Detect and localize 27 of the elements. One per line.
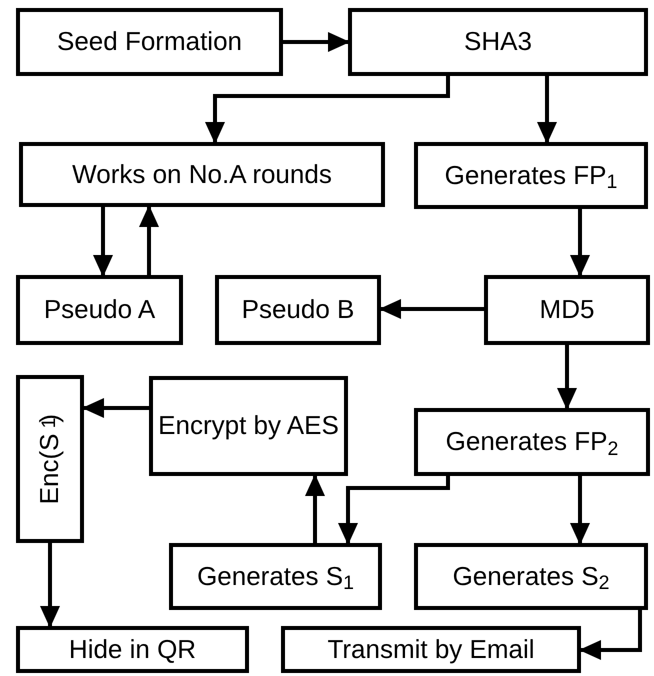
process-box: Encrypt by AES	[149, 376, 348, 476]
process-box: MD5	[484, 275, 650, 345]
arrow	[93, 207, 113, 277]
process-box: Transmit by Email	[281, 626, 581, 673]
process-box: SHA3	[348, 8, 648, 76]
arrow	[557, 345, 577, 410]
process-box: Generates S$_{2}$	[414, 543, 648, 610]
process-box: Generates S$_{1}$	[169, 543, 382, 610]
arrow	[305, 474, 325, 543]
arrow	[379, 299, 484, 319]
arrow	[338, 476, 450, 545]
arrow	[139, 205, 159, 275]
arrow	[570, 209, 590, 277]
arrow	[570, 476, 590, 545]
process-box: Generates FP$_{1}$	[414, 142, 648, 209]
arrow	[82, 398, 149, 418]
process-box: Pseudo A	[16, 275, 183, 345]
process-box: Seed Formation	[16, 8, 283, 76]
arrow	[40, 543, 60, 628]
arrow	[205, 76, 450, 144]
process-box: Generates FP$_{2}$	[414, 408, 650, 476]
arrow	[537, 76, 557, 144]
arrow	[579, 610, 642, 660]
arrow	[283, 32, 350, 52]
process-box: Hide in QR	[16, 626, 249, 673]
process-box: Works on No.A rounds	[19, 142, 385, 207]
process-box: Pseudo B	[215, 275, 381, 345]
